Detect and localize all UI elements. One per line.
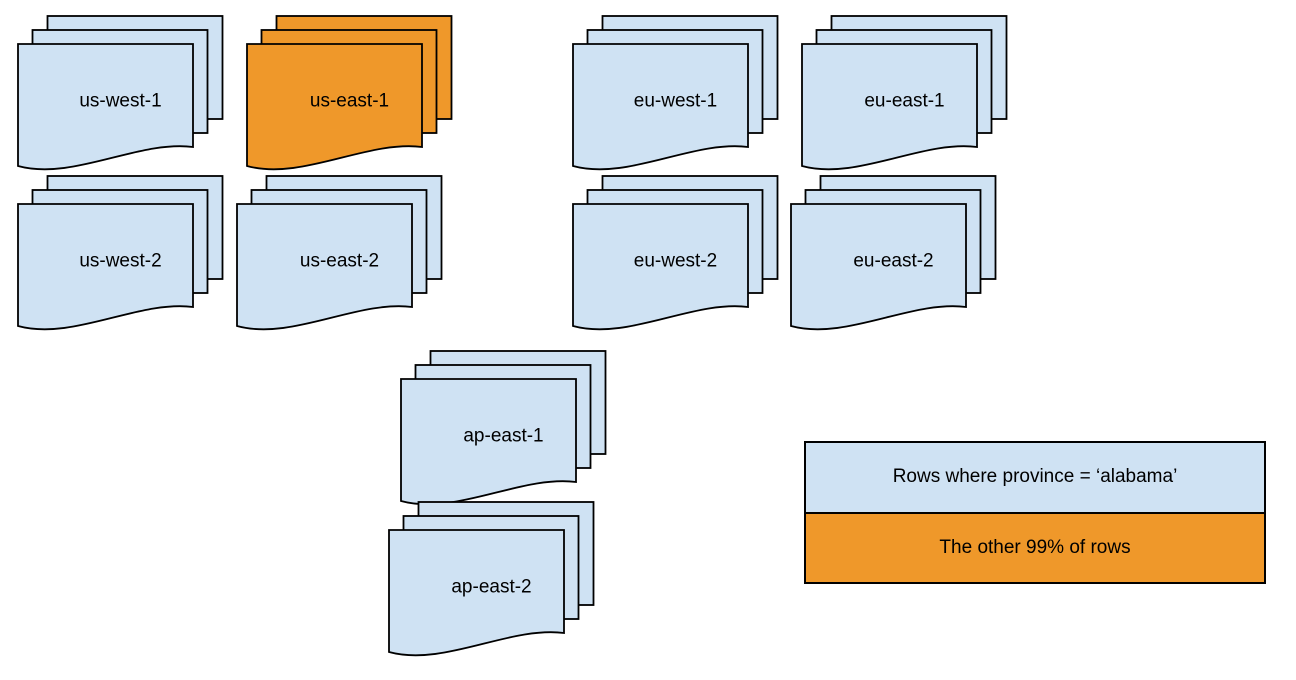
document-stack-icon: [17, 15, 224, 171]
document-stack-icon: [388, 501, 595, 657]
region-label: eu-east-2: [853, 251, 934, 273]
region-label: eu-west-1: [633, 91, 718, 113]
region-stack-us-east-2: us-east-2: [236, 175, 443, 337]
region-label: eu-east-1: [864, 91, 945, 113]
legend-row-other: The other 99% of rows: [806, 511, 1264, 582]
document-stack-icon: [17, 175, 224, 331]
region-label: ap-east-1: [463, 426, 544, 448]
region-stack-us-west-2: us-west-2: [17, 175, 224, 337]
region-stack-eu-east-2: eu-east-2: [790, 175, 997, 337]
legend: Rows where province = ‘alabama’ The othe…: [804, 441, 1266, 584]
legend-label-other: The other 99% of rows: [939, 536, 1131, 558]
document-stack-icon: [790, 175, 997, 331]
region-label: us-east-1: [309, 91, 390, 113]
region-stack-eu-east-1: eu-east-1: [801, 15, 1008, 177]
region-stack-ap-east-1: ap-east-1: [400, 350, 607, 512]
region-label: us-west-2: [79, 251, 162, 273]
region-stack-eu-west-1: eu-west-1: [572, 15, 779, 177]
document-stack-icon: [246, 15, 453, 171]
document-stack-icon: [572, 15, 779, 171]
region-stack-us-east-1: us-east-1: [246, 15, 453, 177]
document-stack-icon: [400, 350, 607, 506]
legend-row-province: Rows where province = ‘alabama’: [806, 443, 1264, 512]
region-stack-us-west-1: us-west-1: [17, 15, 224, 177]
region-label: us-east-2: [299, 251, 380, 273]
document-stack-icon: [236, 175, 443, 331]
region-label: eu-west-2: [633, 251, 718, 273]
region-label: us-west-1: [79, 91, 162, 113]
region-label: ap-east-2: [451, 577, 532, 599]
legend-label-province: Rows where province = ‘alabama’: [892, 466, 1178, 488]
document-stack-icon: [801, 15, 1008, 171]
document-stack-icon: [572, 175, 779, 331]
region-stack-ap-east-2: ap-east-2: [388, 501, 595, 663]
region-stack-eu-west-2: eu-west-2: [572, 175, 779, 337]
